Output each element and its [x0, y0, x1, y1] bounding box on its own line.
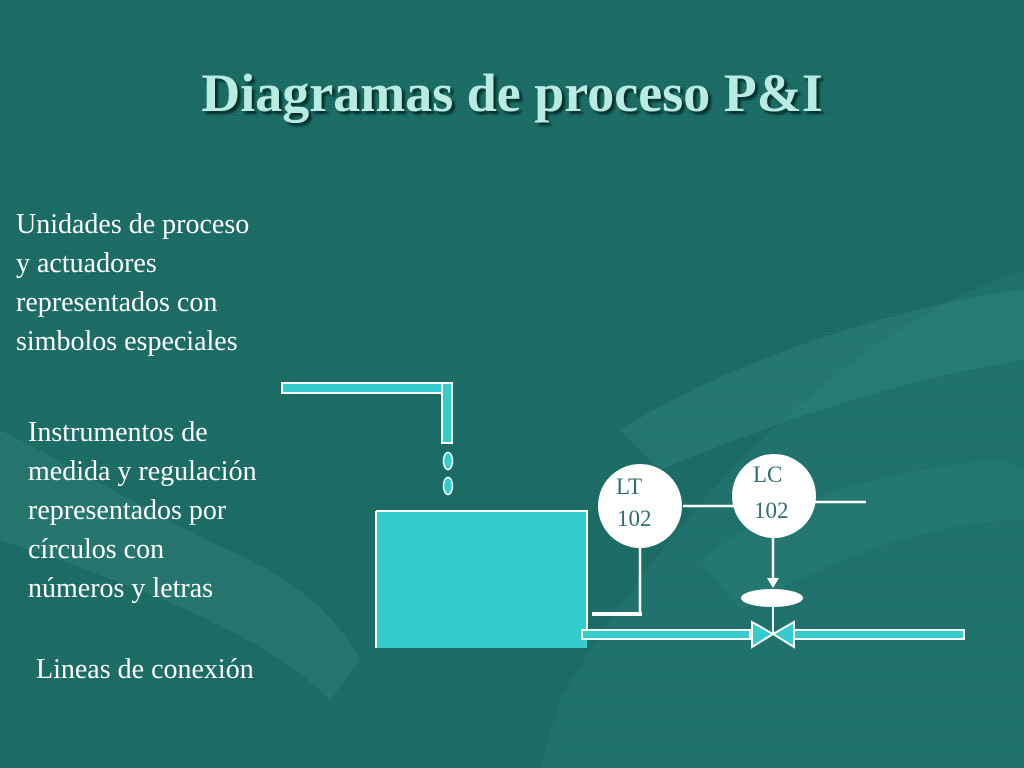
sensor-line: [592, 545, 642, 616]
tank: [375, 510, 588, 648]
instrument-lc-102: LC 102: [732, 454, 816, 538]
water-drop-icon: [442, 476, 454, 496]
inlet-pipe: [281, 382, 453, 444]
control-valve-icon: [741, 589, 803, 649]
lt-tag-label: LT: [616, 474, 642, 499]
caption-connection-lines: Lineas de conexión: [36, 654, 254, 685]
caption-instruments: Instrumentos de medida y regulación repr…: [28, 417, 257, 604]
water-drop-icon: [442, 451, 454, 471]
control-signal-arrow: [767, 537, 779, 588]
caption-process-units: Unidades de proceso y actuadores represe…: [16, 209, 250, 357]
lc-number-label: 102: [754, 498, 789, 523]
lt-number-label: 102: [617, 506, 652, 531]
slide-title: Diagramas de proceso P&I: [201, 63, 823, 123]
lc-tag-label: LC: [753, 462, 782, 487]
instrument-lt-102: LT 102: [598, 464, 682, 548]
